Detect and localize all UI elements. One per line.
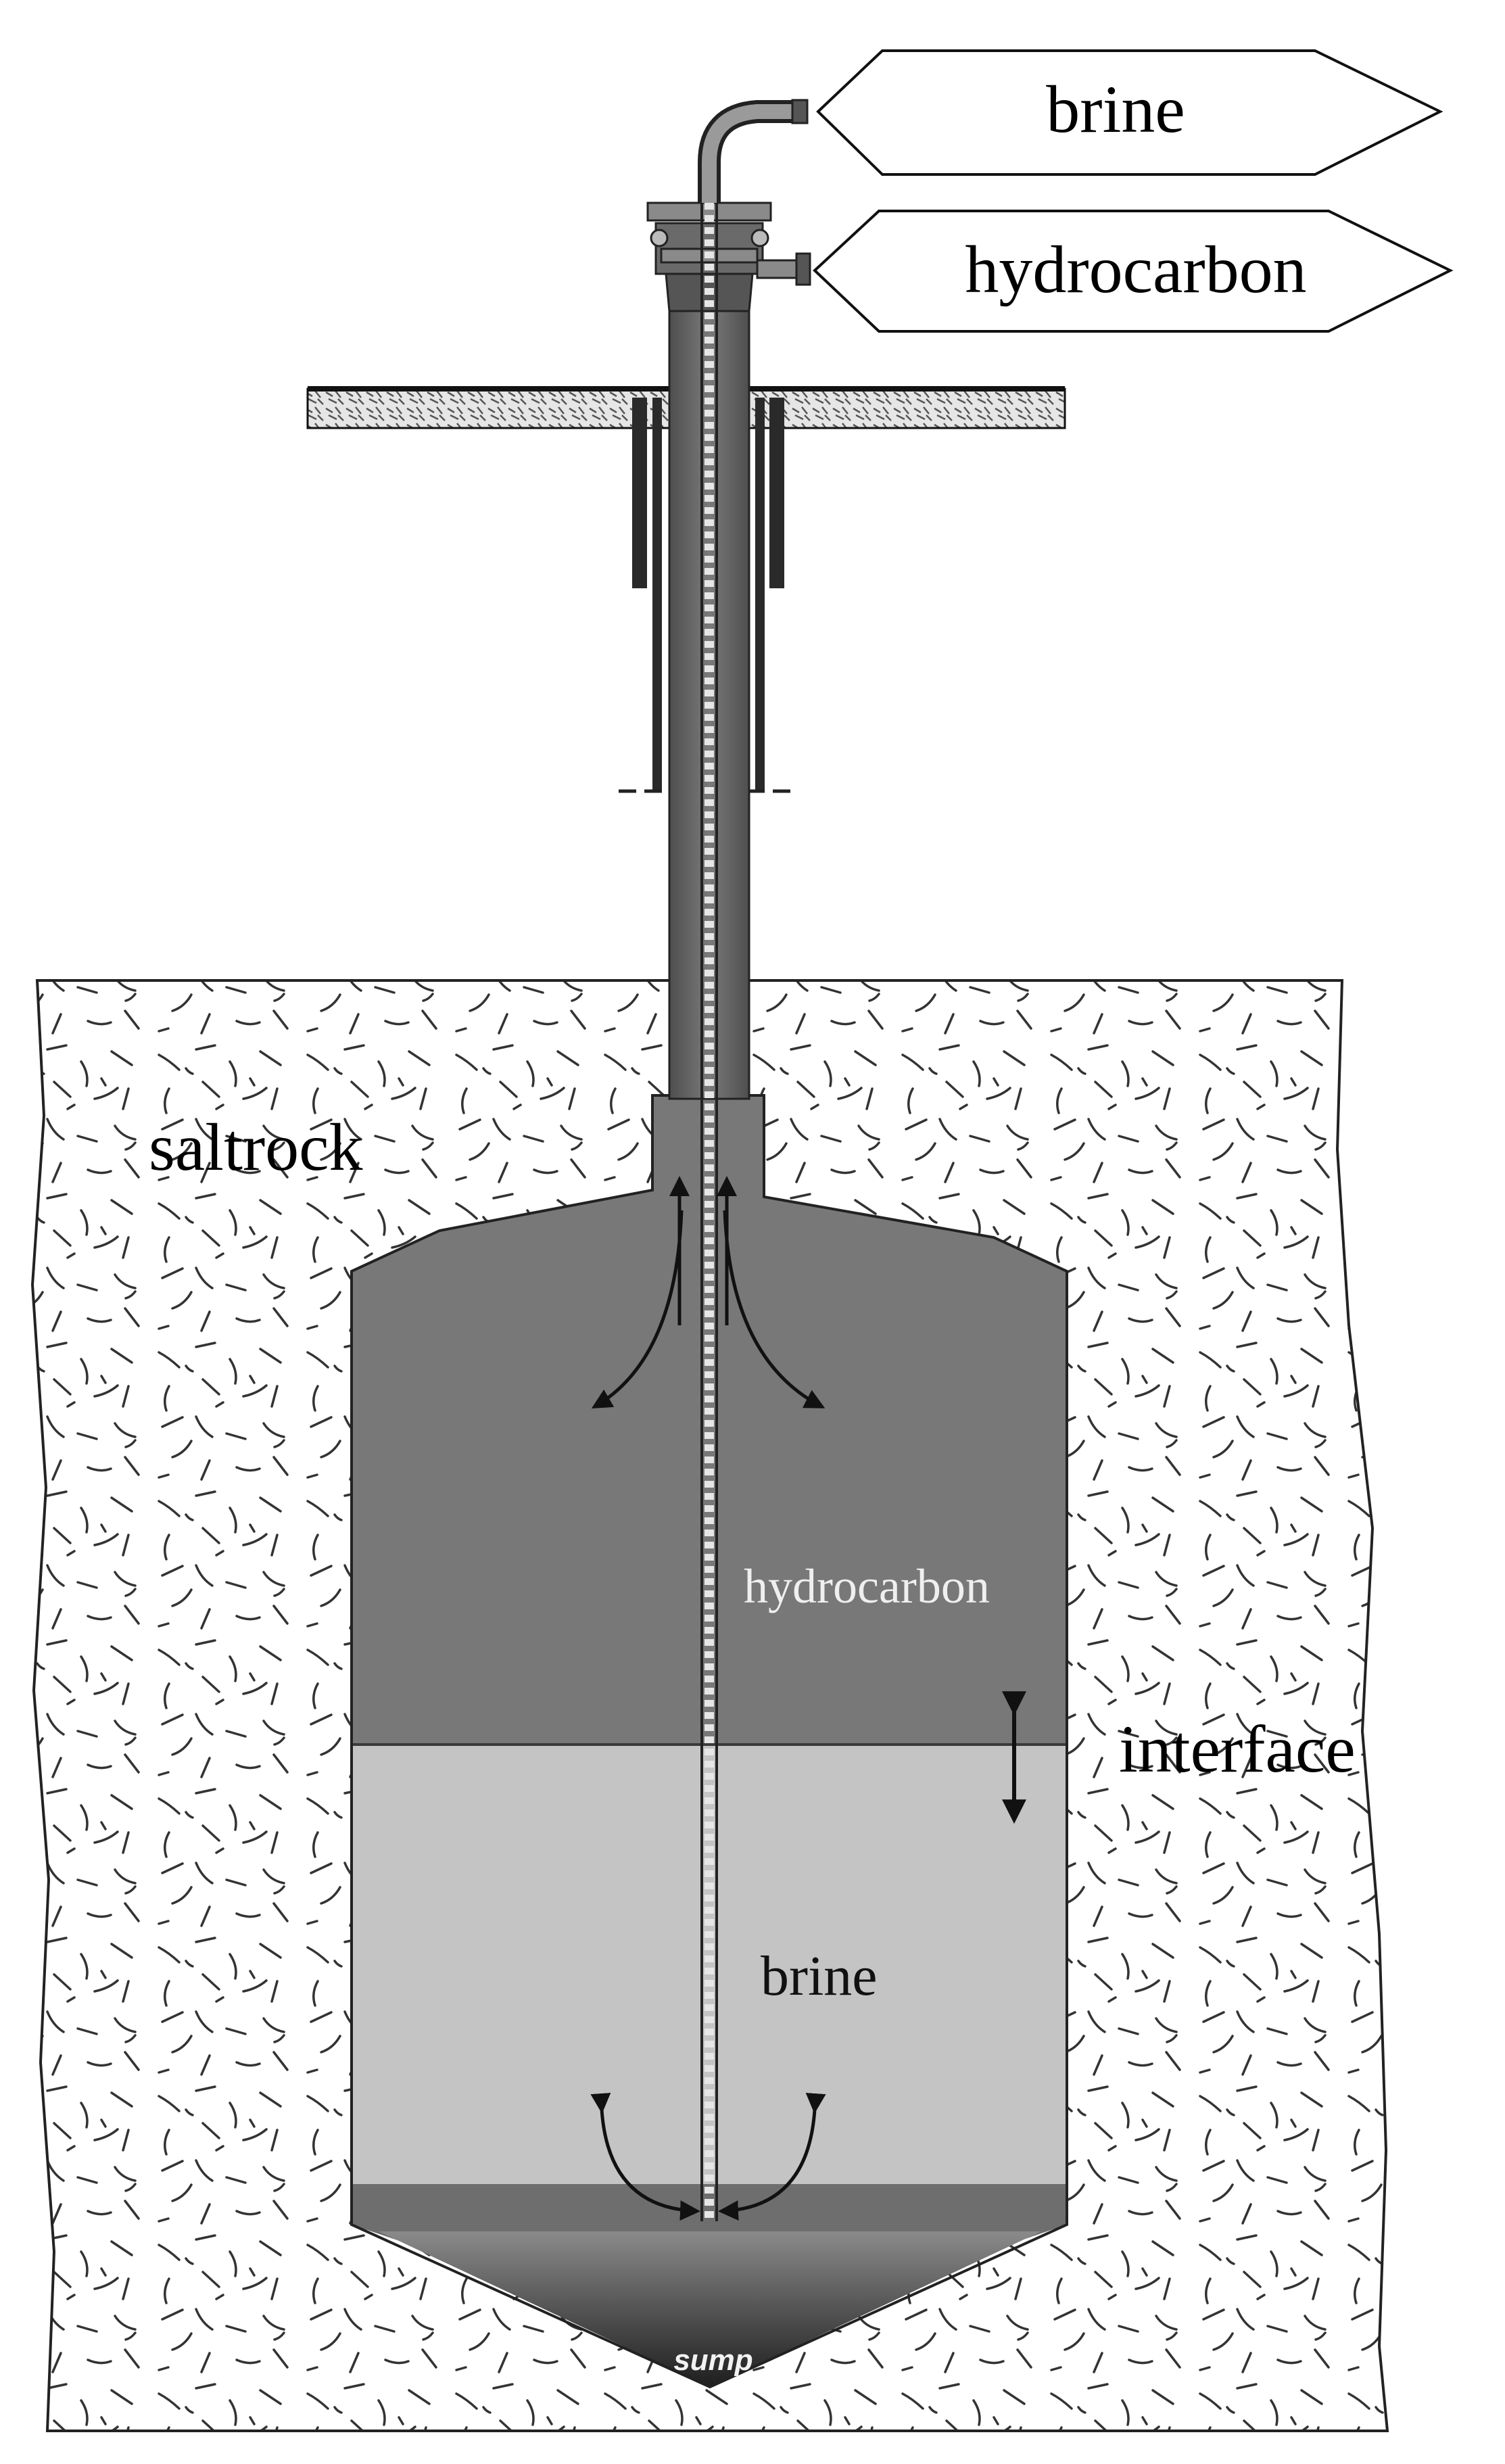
wellhead-bolt-left: [650, 229, 669, 247]
flow-arrow-curve-right: [723, 1210, 826, 1408]
brine-valve: [791, 99, 809, 124]
casing-right-inner: [755, 398, 765, 790]
hydrocarbon-outlet-pipe: [756, 259, 801, 279]
brine-outlet-label-box: [816, 49, 1443, 176]
saltrock-label: saltrock: [149, 1110, 363, 1185]
hydrocarbon-outlet-label-box: [813, 210, 1454, 333]
casing-right-outer: [769, 398, 784, 588]
flow-arrow-bottom-left: [590, 2093, 700, 2221]
hydrocarbon-outlet-label: hydrocarbon: [965, 232, 1306, 307]
casing-left-outer: [632, 398, 647, 588]
interface-label: interface: [1119, 1711, 1356, 1786]
flow-arrow-curve-left: [591, 1210, 684, 1409]
sump-tip: [379, 2231, 1041, 2387]
brine-layer: [352, 1745, 1067, 2184]
sump-label: sump: [673, 2344, 752, 2377]
cavern-outline: [350, 1094, 1068, 2389]
brine-outlet-pipe-inner: [702, 104, 794, 203]
flow-arrow-bottom-right: [718, 2093, 826, 2221]
hydrocarbon-valve: [795, 252, 811, 286]
cavern-brine-label: brine: [761, 1945, 878, 2008]
cavern-hydrocarbon-label: hydrocarbon: [744, 1559, 990, 1613]
wellhead-bolt-right: [750, 229, 769, 247]
brine-outlet-label: brine: [1046, 72, 1185, 147]
casing-left-inner: [652, 398, 662, 790]
